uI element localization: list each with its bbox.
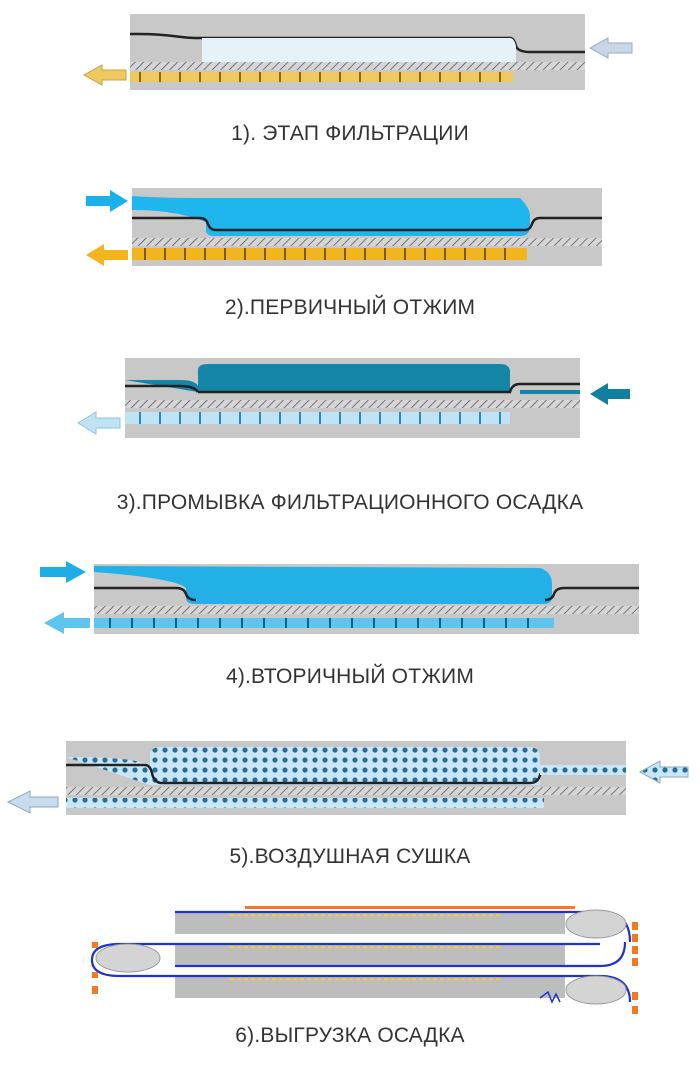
stage-6-diagram bbox=[0, 902, 700, 1022]
outlet-arrow bbox=[6, 790, 59, 814]
chamber-fill bbox=[132, 196, 530, 236]
chamber-fill bbox=[125, 364, 510, 392]
stage-5-diagram bbox=[0, 735, 700, 820]
outlet-arrow bbox=[82, 64, 127, 86]
filtration-diagram bbox=[82, 14, 633, 90]
secondary-squeeze-diagram bbox=[40, 561, 639, 634]
chamber-fill bbox=[202, 38, 516, 62]
inlet-arrow bbox=[590, 383, 630, 405]
stage-3-caption: 3).ПРОМЫВКА ФИЛЬТРАЦИОННОГО ОСАДКА bbox=[116, 491, 584, 514]
primary-squeeze-diagram bbox=[86, 188, 602, 266]
inlet-arrow bbox=[40, 561, 86, 583]
discharged-cake bbox=[92, 906, 638, 1014]
spray-icon bbox=[539, 990, 561, 1004]
stage-4-caption: 4).ВТОРИЧНЫЙ ОТЖИМ bbox=[225, 665, 475, 688]
inlet-arrow bbox=[638, 760, 689, 784]
outlet-arrow bbox=[44, 612, 90, 634]
stage-5-caption: 5).ВОЗДУШНАЯ СУШКА bbox=[229, 845, 471, 868]
plate-stack bbox=[175, 912, 565, 998]
filter-cloth bbox=[94, 606, 639, 614]
filter-cloth bbox=[125, 400, 580, 408]
stage-3-diagram bbox=[0, 352, 700, 442]
drain-plate bbox=[94, 618, 554, 628]
filter-cloth bbox=[66, 787, 626, 795]
inlet-arrow bbox=[86, 190, 128, 212]
stage-1-diagram bbox=[0, 10, 700, 90]
stage-2-caption: 2).ПЕРВИЧНЫЙ ОТЖИМ bbox=[224, 296, 476, 319]
drain-plate bbox=[125, 412, 510, 424]
drain-plate bbox=[132, 248, 527, 260]
filter-cloth bbox=[130, 62, 585, 70]
cake-wash-diagram bbox=[77, 358, 630, 438]
outlet-arrow bbox=[86, 244, 128, 266]
cake-discharge-diagram bbox=[90, 906, 638, 1014]
chamber-fill bbox=[94, 566, 552, 604]
chamber-fill bbox=[66, 747, 540, 785]
stage-1-caption: 1). ЭТАП ФИЛЬТРАЦИИ bbox=[231, 122, 469, 145]
stage-4-diagram bbox=[0, 558, 700, 638]
drain-plate bbox=[66, 798, 544, 808]
outlet-arrow bbox=[77, 411, 121, 435]
stage-6-caption: 6).ВЫГРУЗКА ОСАДКА bbox=[235, 1024, 465, 1047]
inlet-arrow bbox=[588, 37, 633, 59]
filter-cloth bbox=[132, 238, 602, 246]
air-drying-diagram bbox=[6, 741, 689, 815]
drain-plate bbox=[130, 72, 513, 82]
stage-2-diagram bbox=[0, 180, 700, 270]
rollers bbox=[95, 909, 627, 1005]
